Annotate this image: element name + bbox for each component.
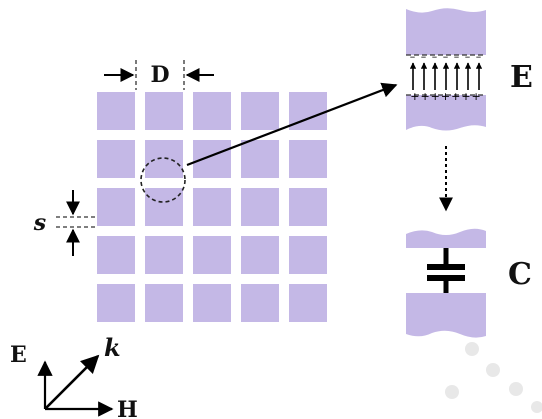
patch-cell (241, 284, 279, 322)
patch-cell (97, 284, 135, 322)
patch-cell (241, 92, 279, 130)
patch-cell (193, 236, 231, 274)
field-panel: – – – – – – – +++++++ E (406, 8, 533, 131)
patch-cell (97, 188, 135, 226)
patch-cell (193, 188, 231, 226)
patch-cell (289, 188, 327, 226)
patch-cell (145, 140, 183, 178)
label-C-capacitor: C (508, 257, 532, 292)
patch-cell (289, 236, 327, 274)
zoom-circle (140, 157, 186, 203)
patch-cell (289, 284, 327, 322)
patch-cell (193, 140, 231, 178)
patch-cell (97, 140, 135, 178)
watermark-dots (445, 342, 542, 413)
capacitor-panel: C (406, 228, 532, 338)
axis-label-E: E (10, 342, 27, 368)
polarization-axes: E k H (10, 333, 138, 419)
patch-cell (97, 92, 135, 130)
patch-cell (241, 188, 279, 226)
axis-label-k: k (104, 333, 121, 362)
patch-cell (241, 236, 279, 274)
axis-label-H: H (117, 397, 138, 419)
label-s: s (33, 210, 46, 236)
plus-signs: +++++++ (410, 90, 482, 103)
patch-cell (145, 236, 183, 274)
minus-signs: – – – – – – – (410, 50, 482, 63)
gap-dimension-s: s (33, 190, 97, 256)
patch-cell (145, 284, 183, 322)
patch-cell (193, 284, 231, 322)
patch-cell (145, 92, 183, 130)
field-arrows (409, 62, 483, 90)
patch-cell (289, 140, 327, 178)
patch-cell (241, 140, 279, 178)
label-E-field: E (510, 60, 533, 95)
label-D: D (150, 62, 169, 88)
period-dimension-D: D (104, 60, 214, 90)
patch-cell (193, 92, 231, 130)
zoom-arrow (186, 82, 398, 167)
patch-grid (97, 92, 327, 322)
patch-cell (97, 236, 135, 274)
patch-cell (145, 188, 183, 226)
